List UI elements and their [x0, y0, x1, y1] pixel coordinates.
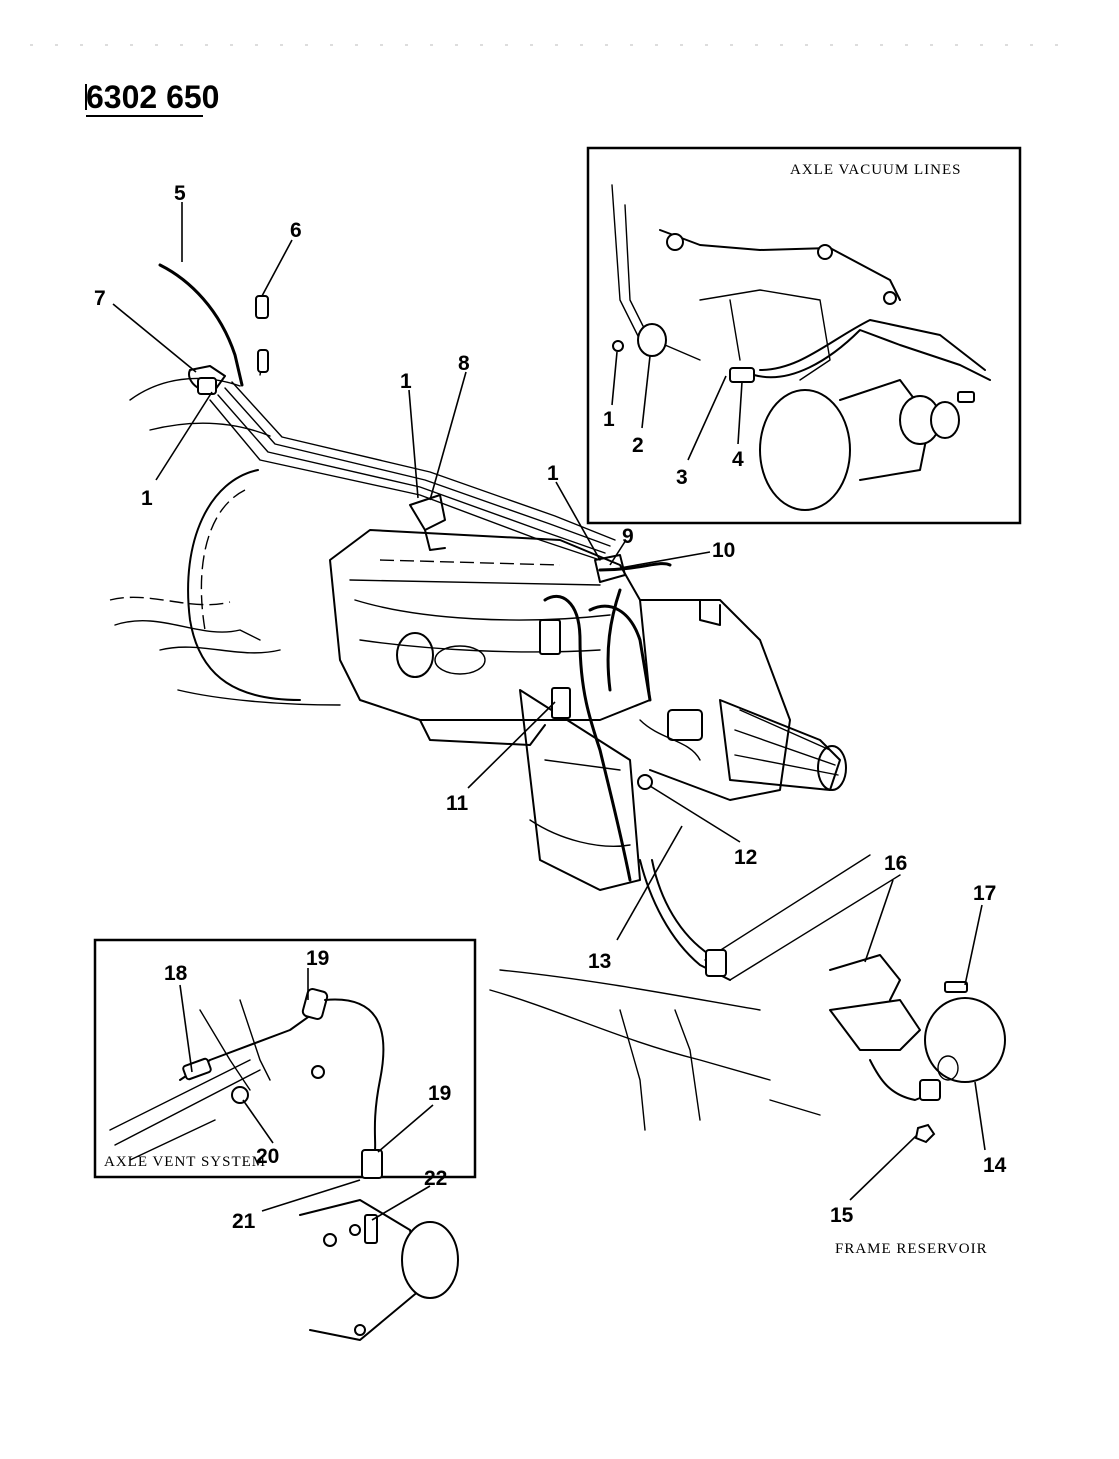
callout-label: 19 — [428, 1082, 451, 1105]
callout-label: 21 — [232, 1210, 256, 1233]
callout-label: 1 — [141, 487, 153, 510]
callout-label: 4 — [732, 448, 744, 471]
callout-label: 17 — [973, 882, 996, 905]
callout-label: 12 — [734, 846, 757, 869]
callout-label: 18 — [164, 962, 188, 985]
callout-label: 19 — [306, 947, 329, 970]
callout-label: 2 — [632, 434, 644, 457]
document-number-text: 6302 650 — [86, 79, 219, 115]
callout-label: 1 — [400, 370, 412, 393]
callout-label: 22 — [424, 1167, 447, 1190]
callout-label: 6 — [290, 219, 302, 242]
callout-label: 14 — [983, 1154, 1007, 1177]
inset-axle-vacuum-lines-title: AXLE VACUUM LINES — [790, 162, 961, 178]
callout-label: 11 — [446, 792, 469, 815]
frame-rail — [489, 854, 901, 1131]
vacuum-line-harness — [158, 263, 626, 583]
callout-label: 7 — [94, 287, 106, 310]
frame-reservoir — [829, 954, 1006, 1144]
inset-axle-vacuum-lines: AXLE VACUUM LINES — [586, 146, 1022, 525]
callout-label: 15 — [830, 1204, 854, 1227]
callout-label: 9 — [622, 525, 634, 548]
callout-label: 10 — [712, 539, 735, 562]
callout-leaders — [112, 202, 986, 1221]
inset-axle-vent-system: AXLE VENT SYSTEM — [93, 938, 477, 1341]
callout-label: 20 — [256, 1145, 279, 1168]
callout-label: 16 — [884, 852, 907, 875]
callout-label: 8 — [458, 352, 470, 375]
callout-labels: 5 6 7 1 1 8 1 9 10 11 12 13 16 17 14 15 … — [94, 182, 1007, 1233]
callout-label: 5 — [174, 182, 186, 205]
callout-label: 1 — [603, 408, 615, 431]
callout-label: 1 — [547, 462, 559, 485]
inset-axle-vent-system-title: AXLE VENT SYSTEM — [104, 1154, 266, 1170]
callout-label: 13 — [588, 950, 611, 973]
frame-reservoir-caption: FRAME RESERVOIR — [835, 1241, 988, 1257]
callout-label: 3 — [676, 466, 688, 489]
document-number: 6302 650 — [85, 79, 219, 117]
transmission-assembly — [109, 377, 847, 891]
